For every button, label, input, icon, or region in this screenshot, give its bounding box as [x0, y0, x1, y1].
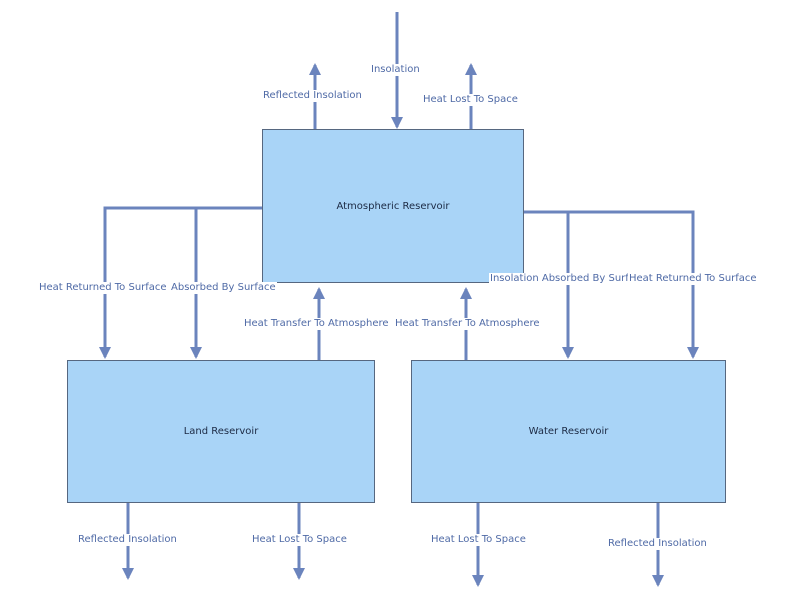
land-reservoir-label: Land Reservoir	[183, 426, 259, 437]
insolation-label: Insolation	[370, 64, 421, 76]
land-reservoir: Land Reservoir	[67, 360, 375, 503]
water-reservoir: Water Reservoir	[411, 360, 726, 503]
atm-reflected-insolation-label: Reflected Insolation	[262, 90, 363, 102]
atmospheric-reservoir: Atmospheric Reservoir	[262, 129, 524, 283]
heat-returned-to-surface-water-label: Heat Returned To Surface	[628, 273, 758, 285]
water-heat-lost-to-space-label: Heat Lost To Space	[430, 534, 527, 546]
insolation-absorbed-by-surface-water-label: Insolation Absorbed By Surface	[489, 273, 648, 285]
land-reflected-insolation-label: Reflected Insolation	[77, 534, 178, 546]
water-reflected-insolation-label: Reflected Insolation	[607, 538, 708, 550]
atm-heat-lost-to-space-label: Heat Lost To Space	[422, 94, 519, 106]
water-reservoir-label: Water Reservoir	[528, 426, 609, 437]
heat-returned-to-surface-water-arrow	[523, 210, 699, 359]
land-heat-lost-to-space-label: Heat Lost To Space	[251, 534, 348, 546]
absorbed-by-surface-land-label: Absorbed By Surface	[170, 282, 277, 294]
heat-returned-to-surface-land-label: Heat Returned To Surface	[38, 282, 168, 294]
water-heat-transfer-label: Heat Transfer To Atmosphere	[394, 318, 541, 330]
absorbed-by-surface-land-arrow	[190, 206, 263, 359]
land-heat-transfer-label: Heat Transfer To Atmosphere	[243, 318, 390, 330]
atmospheric-reservoir-label: Atmospheric Reservoir	[336, 200, 450, 212]
